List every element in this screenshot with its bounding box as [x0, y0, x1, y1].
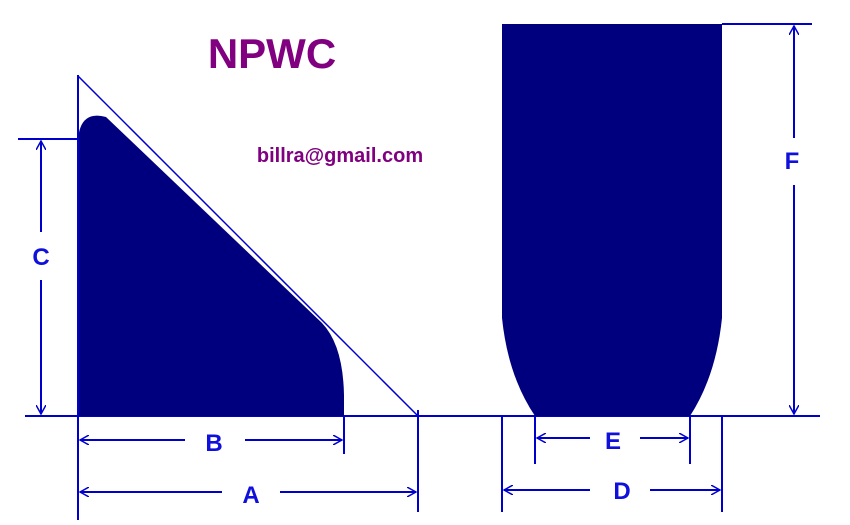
email-text: billra@gmail.com: [257, 145, 423, 167]
label-a: A: [242, 482, 259, 509]
label-b: B: [205, 430, 222, 457]
label-d: D: [613, 478, 630, 505]
label-e: E: [605, 428, 621, 455]
rounded-triangle-shape: [78, 115, 344, 417]
title-text: NPWC: [208, 30, 336, 77]
triangle-hypotenuse: [77, 75, 419, 417]
rounded-rect-shape: [502, 24, 722, 416]
label-c: C: [32, 244, 49, 271]
label-f: F: [785, 148, 800, 175]
